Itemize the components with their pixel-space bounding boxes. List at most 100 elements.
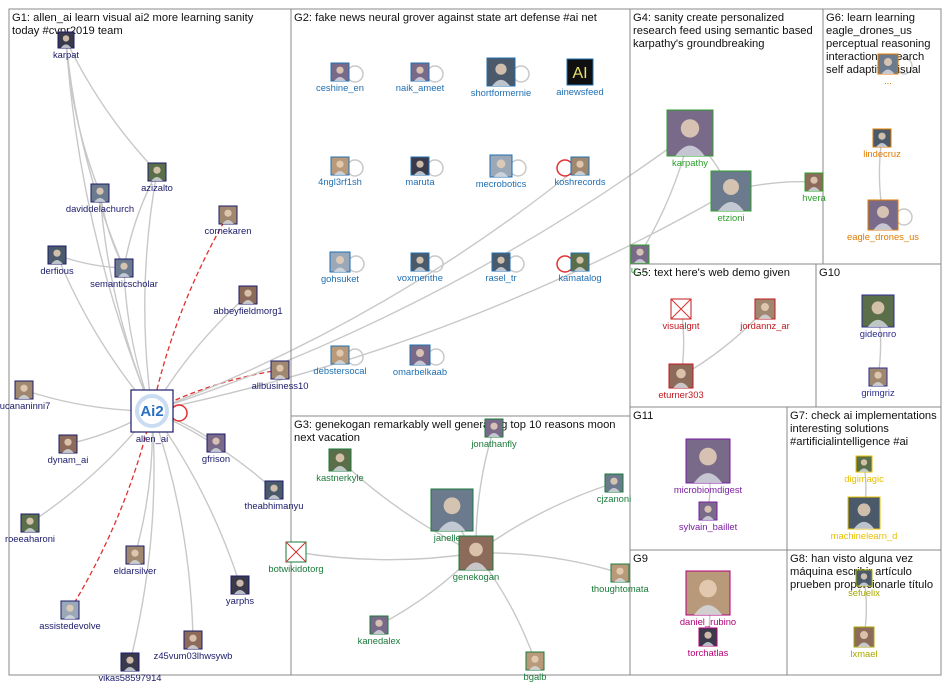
node-machinelearn-d[interactable]: machinelearn_d: [831, 496, 898, 541]
node-sylvain-baillet[interactable]: sylvain_baillet: [679, 501, 738, 532]
node-label: u_...: [631, 264, 649, 275]
node-g6top[interactable]: ...: [877, 53, 899, 86]
node-label: gfrison: [202, 453, 230, 464]
ai2-logo-icon: [135, 394, 169, 428]
node-theabhimanyu[interactable]: theabhimanyu: [245, 480, 304, 511]
avatar-head: [336, 66, 344, 74]
edge: [151, 214, 229, 412]
node-kanedalex[interactable]: kanedalex: [358, 615, 401, 646]
node-kastnerkyle[interactable]: kastnerkyle: [316, 448, 364, 483]
node-allbusiness10[interactable]: allbusiness10: [252, 360, 309, 391]
node-cornekaren[interactable]: cornekaren: [205, 205, 252, 236]
node-rasel-tr[interactable]: rasel_tr: [485, 252, 517, 283]
node-dynam-ai[interactable]: dynam_ai: [48, 434, 89, 465]
node-gfrison[interactable]: gfrison: [202, 433, 230, 464]
node-botwikidotorg[interactable]: botwikidotorg: [268, 541, 324, 574]
node-janellecs[interactable]: janellecs: [430, 488, 474, 543]
node-label: abbeyfieldmorg1: [213, 305, 282, 316]
node-etzioni[interactable]: etzioni: [710, 170, 752, 223]
node-karpathy[interactable]: karpathy: [666, 109, 714, 168]
avatar-head: [884, 58, 892, 66]
node-daniel-rubino[interactable]: daniel_rubino: [680, 570, 736, 627]
node-grimgriz[interactable]: grimgriz: [861, 367, 895, 398]
node-ceshine-en[interactable]: ceshine_en: [316, 62, 364, 93]
node-omarbelkaab[interactable]: omarbelkaab: [393, 344, 447, 377]
node-jonathanfly[interactable]: jonathanfly: [470, 418, 517, 449]
node-bgalb[interactable]: bgalb: [524, 651, 547, 682]
node-label: sefuelix: [848, 587, 880, 598]
node-label: koshrecords: [554, 176, 605, 187]
node-visualgnt[interactable]: visualgnt: [662, 298, 700, 331]
node-azizalto[interactable]: azizalto: [141, 162, 173, 193]
node-debstersocal[interactable]: debstersocal: [313, 345, 367, 376]
node-derfious[interactable]: derfious: [40, 245, 74, 276]
node-gohsuket[interactable]: gohsuket: [321, 251, 359, 284]
node-u-[interactable]: u_...: [630, 244, 650, 275]
node-abbeyfieldmorg1[interactable]: abbeyfieldmorg1: [213, 285, 283, 316]
node-label: gideonro: [860, 328, 897, 339]
avatar-head: [878, 132, 886, 140]
node-torchatlas[interactable]: torchatlas: [688, 627, 729, 658]
group-box: [815, 263, 942, 408]
node-sefuelix[interactable]: sefuelix: [848, 569, 880, 598]
node-genekogan[interactable]: genekogan: [453, 535, 499, 582]
group-g7: G7: check ai implementationsinteresting …: [786, 406, 942, 551]
node-lxmael[interactable]: lxmael: [850, 626, 878, 659]
avatar-body: [24, 527, 36, 532]
group-box: [629, 406, 788, 551]
node-semanticscholar[interactable]: semanticscholar: [90, 258, 158, 289]
node-kamatalog[interactable]: kamatalog: [558, 252, 602, 283]
avatar-head: [699, 447, 717, 466]
node-yarphs[interactable]: yarphs: [226, 575, 254, 606]
avatar-body: [493, 172, 509, 177]
node-4ngl3rf1sh[interactable]: 4ngl3rf1sh: [318, 156, 362, 187]
node-lucananinni7[interactable]: lucananinni7: [0, 380, 50, 411]
avatar-body: [614, 577, 626, 582]
node-voxmenthe[interactable]: voxmenthe: [397, 252, 443, 283]
node-jordannz-ar[interactable]: jordannz_ar: [739, 298, 790, 331]
node-eldarsilver[interactable]: eldarsilver: [114, 545, 157, 576]
avatar-head: [723, 179, 739, 195]
node-koshrecords[interactable]: koshrecords: [554, 156, 606, 187]
group-title-line: G4: sanity create personalized: [633, 12, 784, 24]
node-maruta[interactable]: maruta: [405, 156, 435, 187]
avatar-body: [334, 76, 346, 81]
node-shortformernie[interactable]: shortformernie: [471, 57, 531, 98]
node-karpat[interactable]: karpat: [53, 31, 79, 60]
node-microbiomdigest[interactable]: microbiomdigest: [674, 438, 743, 495]
node-vikas58597914[interactable]: vikas58597914: [98, 652, 162, 683]
avatar-body: [675, 145, 705, 156]
node-digimagic[interactable]: digimagic: [844, 455, 884, 484]
node-cjzanoni[interactable]: cjzanoni: [597, 473, 631, 504]
node-eturner303[interactable]: eturner303: [658, 363, 704, 400]
node-label: genekogan: [453, 571, 499, 582]
node-label: allbusiness10: [252, 380, 309, 391]
node-roeeaharoni[interactable]: roeeaharoni: [5, 513, 55, 544]
avatar-body: [608, 487, 620, 492]
avatar-body: [373, 629, 385, 634]
node-mecrobotics[interactable]: mecrobotics: [476, 154, 527, 189]
group-title-line: perceptual reasoning: [826, 38, 931, 50]
node-lindecruz[interactable]: lindecruz: [863, 128, 901, 159]
avatar-body: [222, 219, 234, 224]
node-daviddelachurch[interactable]: daviddelachurch: [66, 183, 134, 214]
node-eagle-drones-us[interactable]: eagle_drones_us: [847, 199, 919, 242]
edge: [65, 39, 158, 173]
node-label: eturner303: [658, 389, 703, 400]
edge: [151, 190, 732, 412]
node-assistedevolve[interactable]: assistedevolve: [39, 600, 101, 631]
edge: [151, 410, 194, 641]
node-label: daniel_rubino: [680, 616, 736, 627]
node-label: shortformernie: [471, 87, 531, 98]
avatar-head: [244, 289, 252, 297]
node-hvera[interactable]: hvera: [802, 172, 827, 203]
node-label: cornekaren: [205, 225, 252, 236]
avatar-head: [276, 364, 284, 372]
node-z45vum03lhwsywb[interactable]: z45vum03lhwsywb: [154, 630, 233, 661]
node-thoughtomata[interactable]: thoughtomata: [591, 563, 649, 594]
node-gideonro[interactable]: gideonro: [860, 294, 897, 339]
node-naik-ameet[interactable]: naik_ameet: [396, 62, 445, 93]
